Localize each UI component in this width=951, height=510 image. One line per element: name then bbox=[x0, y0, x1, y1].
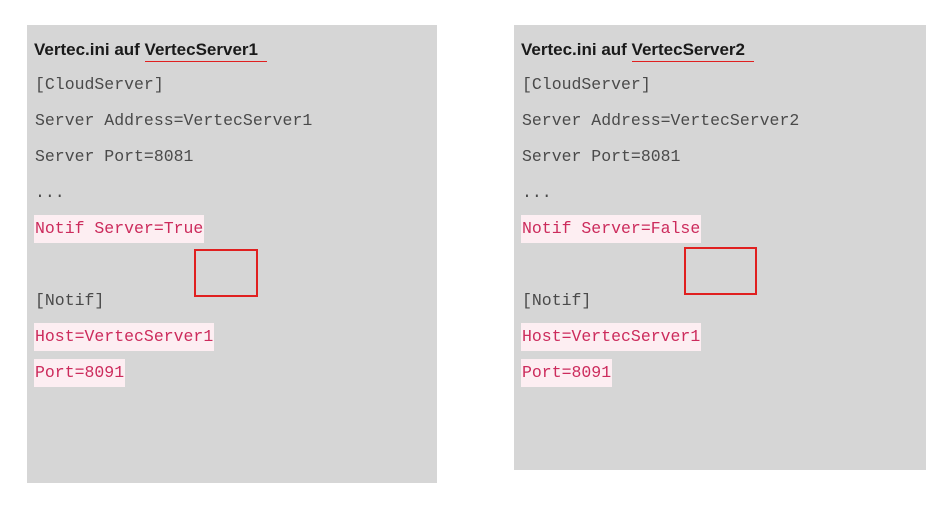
ini-line-text: [CloudServer] bbox=[35, 75, 164, 94]
panel-title-prefix: Vertec.ini auf bbox=[521, 40, 632, 59]
panel-title-server-name: VertecServer2 bbox=[631, 40, 754, 62]
ini-line-notif-server: Notif Server=False bbox=[521, 215, 926, 243]
ini-line-text: Server Address=VertecServer1 bbox=[35, 111, 313, 130]
ini-line-text: Notif Server=False bbox=[521, 215, 702, 243]
ini-line: Server Port=8081 bbox=[521, 143, 926, 166]
ini-line-text: Server Port=8081 bbox=[35, 147, 194, 166]
ini-line-notif-server: Notif Server=True bbox=[34, 215, 437, 243]
ini-line-text: Port=8091 bbox=[34, 359, 126, 387]
ini-line-text bbox=[521, 262, 523, 267]
ini-line-blank bbox=[521, 251, 926, 274]
ini-line-text: Port=8091 bbox=[521, 359, 613, 387]
ini-line-text: [Notif] bbox=[522, 291, 592, 310]
ini-line: Server Port=8081 bbox=[34, 143, 437, 166]
ini-line-text: Server Address=VertecServer2 bbox=[522, 111, 800, 130]
ini-line: Server Address=VertecServer2 bbox=[521, 107, 926, 130]
panel-title-left: Vertec.ini auf VertecServer1 bbox=[34, 39, 437, 62]
ini-panel-vertecserver1: Vertec.ini auf VertecServer1 [CloudServe… bbox=[27, 25, 437, 483]
ini-line-text: [CloudServer] bbox=[522, 75, 651, 94]
ini-line: ... bbox=[34, 179, 437, 202]
ini-line-text: Host=VertecServer1 bbox=[34, 323, 215, 351]
ini-line-section-notif: [Notif] bbox=[521, 287, 926, 310]
ini-content-left: [CloudServer] Server Address=VertecServe… bbox=[34, 71, 437, 387]
panel-title-right: Vertec.ini auf VertecServer2 bbox=[521, 39, 926, 62]
ini-line: ... bbox=[521, 179, 926, 202]
ini-panel-vertecserver2: Vertec.ini auf VertecServer2 [CloudServe… bbox=[514, 25, 926, 470]
ini-line: Server Address=VertecServer1 bbox=[34, 107, 437, 130]
ini-line-blank bbox=[34, 251, 437, 274]
ini-line-text: ... bbox=[522, 183, 552, 202]
ini-line-port: Port=8091 bbox=[34, 359, 437, 387]
ini-line-text: [Notif] bbox=[35, 291, 105, 310]
ini-line-text: ... bbox=[35, 183, 65, 202]
panel-title-prefix: Vertec.ini auf bbox=[34, 40, 145, 59]
panel-title-server-name: VertecServer1 bbox=[144, 40, 267, 62]
ini-line-text: Server Port=8081 bbox=[522, 147, 681, 166]
ini-line: [CloudServer] bbox=[521, 71, 926, 94]
ini-line-text: Host=VertecServer1 bbox=[521, 323, 702, 351]
ini-line-text: Notif Server=True bbox=[34, 215, 205, 243]
ini-line-host: Host=VertecServer1 bbox=[34, 323, 437, 351]
ini-line-host: Host=VertecServer1 bbox=[521, 323, 926, 351]
ini-line: [CloudServer] bbox=[34, 71, 437, 94]
ini-line-text bbox=[34, 262, 36, 267]
ini-line-section-notif: [Notif] bbox=[34, 287, 437, 310]
ini-content-right: [CloudServer] Server Address=VertecServe… bbox=[521, 71, 926, 387]
ini-line-port: Port=8091 bbox=[521, 359, 926, 387]
